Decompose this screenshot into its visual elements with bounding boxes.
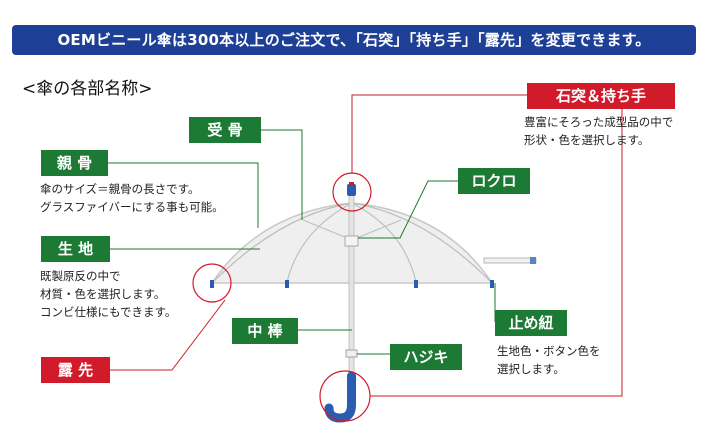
spring xyxy=(345,349,358,358)
label-ukebone: 受 骨 xyxy=(189,117,261,143)
leader-line-ishizuki xyxy=(351,94,527,173)
desc-kiji-3: コンビ仕様にもできます。 xyxy=(40,305,177,319)
label-chubou: 中 棒 xyxy=(232,318,298,344)
strap xyxy=(483,257,537,264)
rib-tip xyxy=(414,280,418,288)
desc-tomehimo-1: 生地色・ボタン色を xyxy=(497,344,601,358)
umbrella-tip-top xyxy=(349,182,354,186)
stretcher xyxy=(351,219,402,241)
desc-oyabone-2: グラスファイバーにする事も可能。 xyxy=(40,200,224,214)
header-banner: OEMビニール傘は300本以上のご注文で、「石突」「持ち手」「露先」を変更できま… xyxy=(12,25,696,55)
desc-ishizuki-1: 豊富にそろった成型品の中で xyxy=(524,115,674,129)
umbrella-tip xyxy=(347,184,356,196)
desc-kiji-1: 既製原反の中で xyxy=(40,269,121,283)
label-tomehimo: 止め紐 xyxy=(495,310,567,336)
label-kiji: 生 地 xyxy=(41,236,110,262)
handle xyxy=(324,371,356,423)
leader-line-tsuyusaki xyxy=(110,299,226,371)
rib-tip xyxy=(285,280,289,288)
umbrella-rib xyxy=(351,202,417,283)
leader-line-rokuro xyxy=(358,180,458,239)
rib-tip xyxy=(490,280,494,288)
umbrella-rib xyxy=(286,202,353,283)
rib-tip xyxy=(210,280,214,288)
section-title: <傘の各部名称> xyxy=(22,79,153,99)
tip-corner-highlight-circle xyxy=(192,263,232,303)
strap-button xyxy=(530,257,536,264)
label-rokuro: ロクロ xyxy=(458,168,530,194)
label-hajiki: ハジキ xyxy=(390,344,462,370)
umbrella-rib xyxy=(211,202,353,284)
desc-kiji-2: 材質・色を選択します。 xyxy=(40,287,166,301)
runner xyxy=(344,235,359,247)
label-tsuyusaki: 露 先 xyxy=(41,357,110,383)
label-ishizuki-mochite: 石突＆持ち手 xyxy=(527,83,675,109)
umbrella-rib xyxy=(351,202,493,284)
label-oyabone: 親 骨 xyxy=(41,150,108,176)
stretcher xyxy=(302,219,353,241)
leader-line-oyabone xyxy=(108,162,259,228)
umbrella-shaft xyxy=(348,194,355,376)
desc-tomehimo-2: 選択します。 xyxy=(497,362,565,376)
desc-ishizuki-2: 形状・色を選択します。 xyxy=(524,133,650,147)
desc-oyabone-1: 傘のサイズ＝親骨の長さです。 xyxy=(40,182,200,196)
leader-line-ukebone xyxy=(261,129,303,220)
leader-line-mochite xyxy=(370,108,623,397)
